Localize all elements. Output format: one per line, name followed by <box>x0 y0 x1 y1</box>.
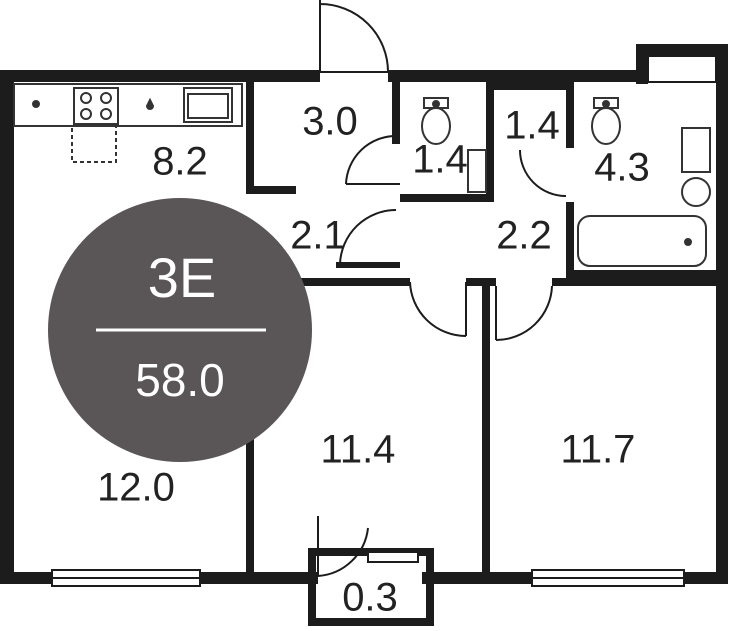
label-bedroom-right: 11.7 <box>561 428 636 472</box>
tower-inner <box>647 55 717 83</box>
washbasin-icon <box>681 177 711 207</box>
label-kitchen: 8.2 <box>152 140 208 184</box>
wall-bottom-2 <box>200 572 318 584</box>
sink-icon <box>183 87 233 123</box>
wall-kitchen-stub <box>246 186 296 194</box>
wall-bath-left <box>566 202 574 278</box>
bath-fixtures <box>421 97 711 267</box>
label-wc-2: 1.4 <box>504 104 560 148</box>
wall-left <box>0 70 14 584</box>
wall-wc-divider <box>486 82 494 202</box>
balcony-door-swing <box>317 516 369 578</box>
label-wc-1: 1.4 <box>412 138 468 182</box>
wall-bedroom-top-right <box>552 278 722 286</box>
wall-top-left <box>0 70 320 82</box>
bathtub-icon <box>577 215 707 267</box>
windows <box>51 569 685 587</box>
kitchen-counter <box>13 83 243 127</box>
label-bedroom-middle: 11.4 <box>321 428 396 472</box>
label-corridor-right: 2.2 <box>496 214 552 258</box>
wall-bedroom-top-mid <box>466 278 496 286</box>
label-balcony: 0.3 <box>342 576 398 620</box>
balcony-window <box>367 551 419 563</box>
door-wc1 <box>345 134 397 185</box>
wall-bottom-3 <box>422 572 532 584</box>
entry-door-swing <box>319 0 390 73</box>
wall-bottom-1 <box>0 572 52 584</box>
kitchen-dot-icon <box>32 100 40 108</box>
wall-bottom-4 <box>684 572 728 584</box>
wall-bedroom-top-left <box>246 278 410 286</box>
label-entry-hall: 3.0 <box>302 100 358 144</box>
door-bedroom-right <box>495 285 553 341</box>
burner-2 <box>100 92 112 104</box>
wall-corridor-stub <box>336 262 400 268</box>
wall-wc1-bottom <box>400 194 490 202</box>
burner-4 <box>100 108 112 120</box>
room-labels: 8.2 3.0 1.4 1.4 4.3 2.1 2.2 12.0 11.4 11… <box>97 100 650 620</box>
door-corridor <box>339 209 397 265</box>
stove-icon <box>73 87 119 125</box>
oven-icon <box>71 125 117 163</box>
label-bathroom: 4.3 <box>594 146 650 190</box>
water-drop-icon <box>145 97 155 110</box>
kitchen-fixtures <box>13 83 243 163</box>
wall-bedrooms-divider <box>482 278 490 572</box>
door-swings <box>339 134 567 341</box>
toilet-2-icon <box>591 107 621 145</box>
washing-machine-icon <box>681 127 711 173</box>
wall-wc2-bath <box>566 82 574 148</box>
wall-tower-left <box>636 44 648 84</box>
wall-wc2-top <box>494 82 570 90</box>
wall-bath-bottom <box>566 270 726 278</box>
wall-top-right <box>388 70 638 82</box>
toilet-2-button <box>602 100 610 108</box>
wall-entry-wc-1 <box>392 82 400 144</box>
wall-tower-top <box>636 44 726 56</box>
burner-3 <box>80 108 92 120</box>
wall-kitchen-entry <box>246 82 254 192</box>
label-living-room: 12.0 <box>97 466 175 510</box>
door-bedroom-mid <box>409 281 467 337</box>
total-area: 58.0 <box>135 354 225 406</box>
label-corridor-left: 2.1 <box>290 214 346 258</box>
toilet-1-button <box>432 100 440 108</box>
wc1-sink-icon <box>467 149 487 193</box>
sink-basin <box>187 93 229 119</box>
burner-1 <box>80 92 92 104</box>
door-wc2 <box>519 149 567 197</box>
balcony <box>308 516 434 626</box>
walls <box>0 44 728 584</box>
apartment-type: 3E <box>148 246 217 309</box>
area-badge: 3E 58.0 <box>48 198 312 462</box>
wall-right <box>716 44 728 584</box>
bathtub-drain <box>684 238 692 246</box>
